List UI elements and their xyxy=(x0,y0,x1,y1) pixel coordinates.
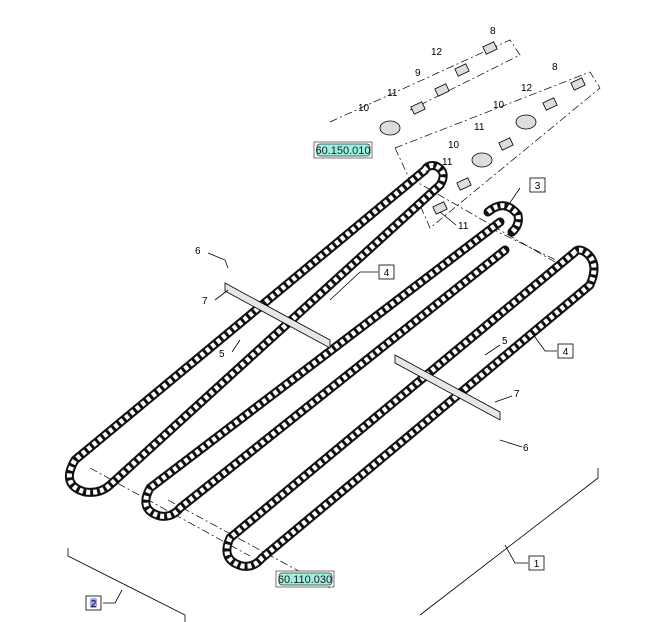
callout-11: 11 xyxy=(474,122,485,133)
small-parts xyxy=(379,41,586,215)
chain-loop-1 xyxy=(64,161,448,497)
slat-2 xyxy=(394,354,501,421)
callout-8: 8 xyxy=(490,26,496,37)
callouts: 8 12 9 11 10 8 12 10 11 10 11 11 6 7 5 5… xyxy=(195,26,558,454)
chain-loop-2 xyxy=(141,201,523,521)
callout-6: 6 xyxy=(523,443,529,454)
callout-3: 3 xyxy=(535,181,541,192)
callout-10: 10 xyxy=(448,140,460,151)
callout-11: 11 xyxy=(458,221,469,232)
callout-5: 5 xyxy=(502,336,508,347)
boxed-callouts: 3 4 4 1 2 xyxy=(85,177,574,611)
callout-2: 2 xyxy=(91,599,97,610)
frame-lines xyxy=(67,468,599,622)
callout-9: 9 xyxy=(415,68,421,79)
callout-5: 5 xyxy=(219,349,225,360)
reference-60-150-010[interactable]: 60.150.010 xyxy=(313,141,373,159)
callout-7: 7 xyxy=(514,389,520,400)
slat-1 xyxy=(224,282,331,349)
reference-60-110-030[interactable]: 60.110.030 xyxy=(275,570,335,588)
callout-1: 1 xyxy=(534,559,540,570)
callout-12: 12 xyxy=(431,47,443,58)
callout-4: 4 xyxy=(563,347,569,358)
callout-10: 10 xyxy=(358,103,370,114)
chain-loop-3 xyxy=(222,245,599,571)
callout-11: 11 xyxy=(387,88,398,99)
callout-10: 10 xyxy=(493,100,505,111)
reference-label[interactable]: 60.110.030 xyxy=(278,574,332,586)
callout-12: 12 xyxy=(521,83,533,94)
callout-8: 8 xyxy=(552,62,558,73)
callout-7: 7 xyxy=(202,296,208,307)
callout-6: 6 xyxy=(195,246,201,257)
leader-lines xyxy=(103,187,557,604)
callout-4: 4 xyxy=(384,268,390,279)
callout-11: 11 xyxy=(442,157,453,168)
reference-label[interactable]: 60.150.010 xyxy=(315,145,370,157)
